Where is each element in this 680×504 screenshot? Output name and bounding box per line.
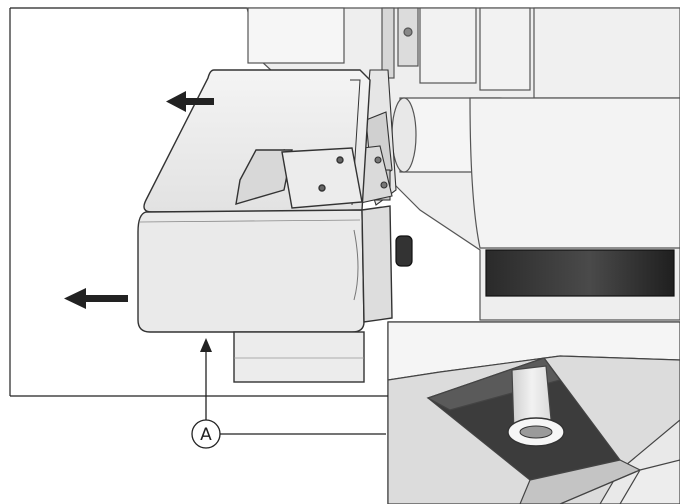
arrow-left-icon [166,91,214,112]
front-cover [137,69,393,383]
callout-a: A [191,419,386,449]
inset-detail [387,321,680,504]
callout-leader-arrow [200,338,212,420]
callout-letter: A [200,425,212,445]
main-frame [9,7,388,397]
arrow-left-icon [64,288,128,309]
